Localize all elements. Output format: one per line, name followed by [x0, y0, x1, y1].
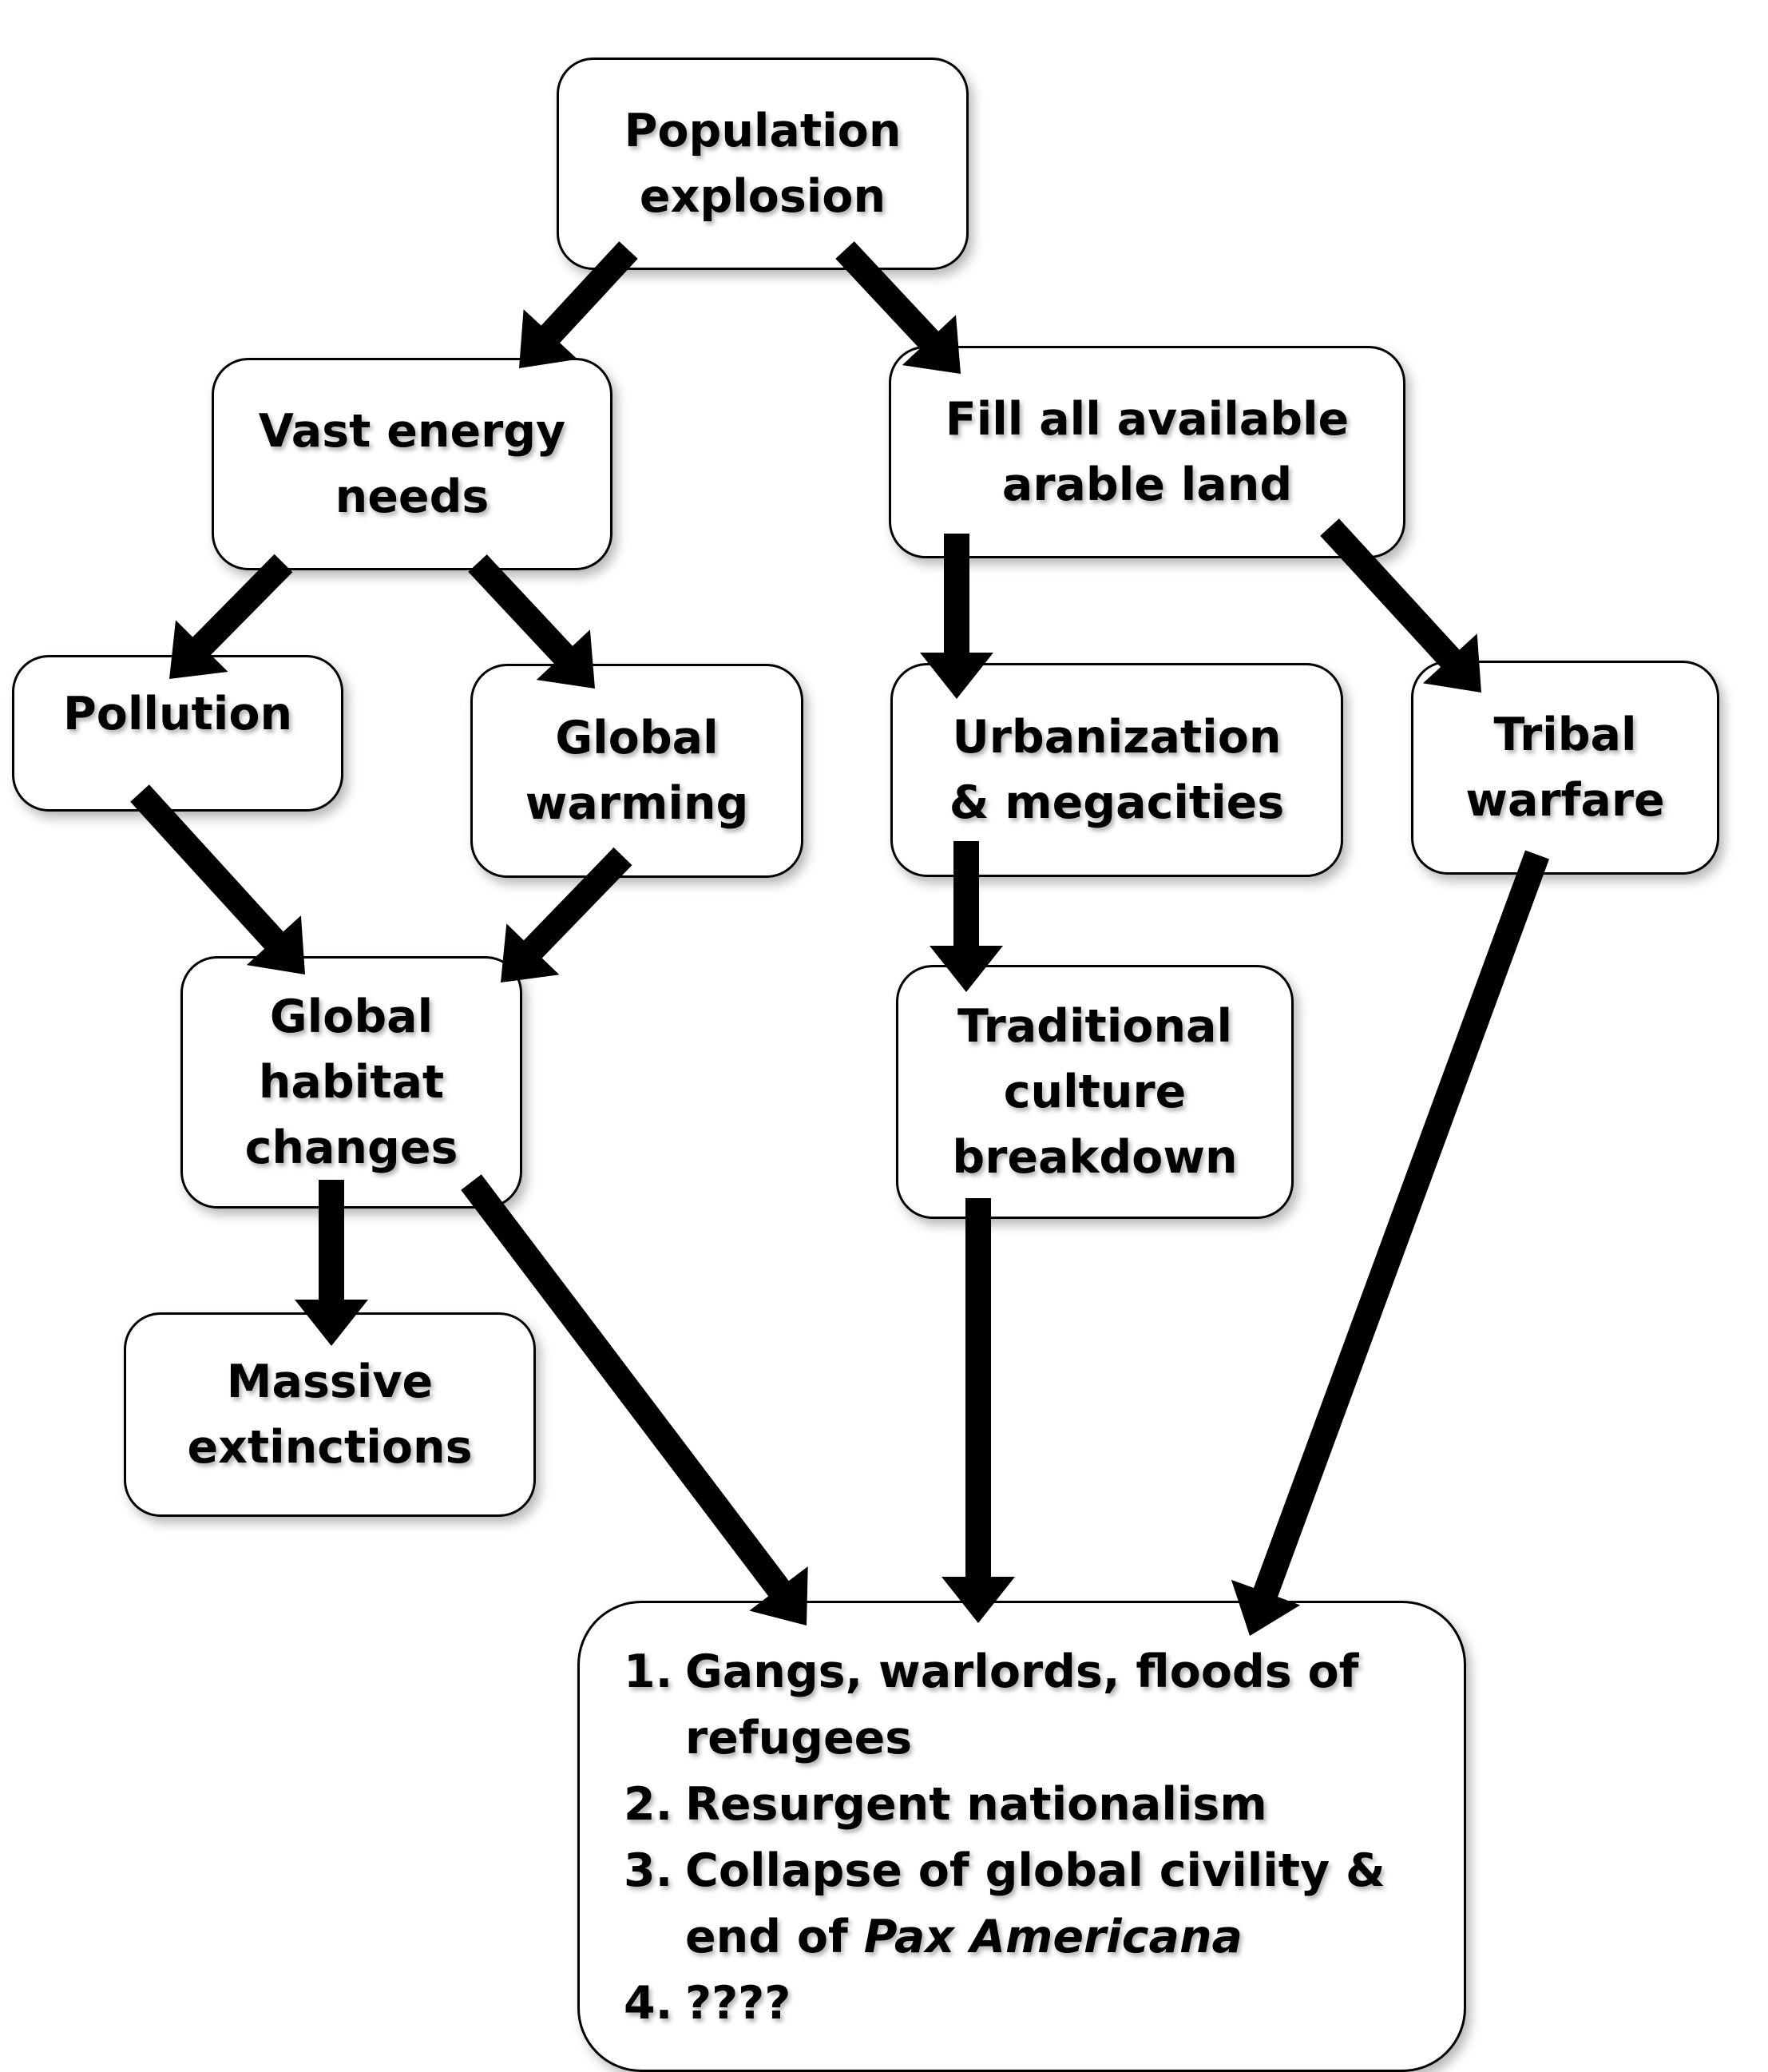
node-vast-energy-needs: Vast energy needs — [212, 358, 612, 570]
arrow-warming-to-habitat — [501, 847, 632, 982]
node-label: Pollution — [62, 688, 293, 740]
node-label: Traditional culture breakdown — [952, 1000, 1238, 1184]
arrow-culture-to-outcomes — [941, 1198, 1015, 1623]
arrow-habitat-to-outcomes — [461, 1174, 808, 1625]
node-global-warming: Global warming — [470, 664, 803, 878]
outcome-italic-text: Pax Americana — [863, 1911, 1243, 1963]
node-tribal-warfare: Tribal warfare — [1411, 661, 1719, 875]
node-label: Global habitat changes — [244, 990, 458, 1174]
node-traditional-culture-breakdown: Traditional culture breakdown — [896, 965, 1294, 1219]
node-global-habitat-changes: Global habitat changes — [180, 956, 522, 1209]
outcome-number: 1. — [624, 1645, 673, 1698]
arrow-energy-to-warming — [468, 554, 595, 689]
node-label: Urbanization & megacities — [949, 711, 1285, 829]
node-label: Population explosion — [624, 105, 902, 223]
outcome-text: Resurgent nationalism — [685, 1778, 1267, 1831]
outcomes-box: 1. Gangs, warlords, floods of refugees 2… — [577, 1601, 1466, 2072]
outcomes-list: 1. Gangs, warlords, floods of refugees 2… — [624, 1639, 1424, 2037]
arrow-urban-to-culture — [930, 841, 1003, 992]
arrow-land-to-urban — [920, 534, 993, 699]
outcome-number: 3. — [624, 1844, 673, 1897]
node-label: Vast energy needs — [258, 405, 566, 523]
node-label: Global warming — [525, 712, 749, 830]
outcome-text-with-italic: Collapse of global civility & end of Pax… — [685, 1838, 1424, 1971]
arrow-population-to-energy — [519, 241, 638, 368]
arrow-energy-to-pollution — [169, 554, 293, 679]
arrow-habitat-to-extinctions — [295, 1180, 368, 1346]
node-pollution: Pollution — [12, 655, 343, 812]
outcome-text: ???? — [685, 1977, 791, 2030]
outcome-text: Gangs, warlords, floods of refugees — [685, 1645, 1359, 1764]
node-population-explosion: Population explosion — [557, 58, 969, 270]
arrow-tribal-to-outcomes — [1231, 850, 1549, 1636]
outcome-item: 3. Collapse of global civility & end of … — [624, 1838, 1424, 1971]
arrow-population-to-land — [835, 241, 961, 374]
node-label: Tribal warfare — [1465, 709, 1665, 827]
outcome-number: 2. — [624, 1778, 673, 1831]
outcome-item: 2. Resurgent nationalism — [624, 1772, 1424, 1838]
node-fill-arable-land: Fill all available arable land — [889, 346, 1405, 558]
outcome-item: 1. Gangs, warlords, floods of refugees — [624, 1639, 1424, 1772]
arrow-land-to-tribal — [1320, 518, 1481, 693]
outcome-item: 4. ???? — [624, 1971, 1424, 2037]
node-massive-extinctions: Massive extinctions — [124, 1312, 536, 1517]
outcome-text: Collapse of global civility & end of — [685, 1844, 1385, 1963]
outcome-number: 4. — [624, 1977, 673, 2030]
arrow-pollution-to-habitat — [130, 784, 305, 974]
node-label: Fill all available arable land — [945, 393, 1350, 511]
node-label: Massive extinctions — [187, 1356, 473, 1474]
